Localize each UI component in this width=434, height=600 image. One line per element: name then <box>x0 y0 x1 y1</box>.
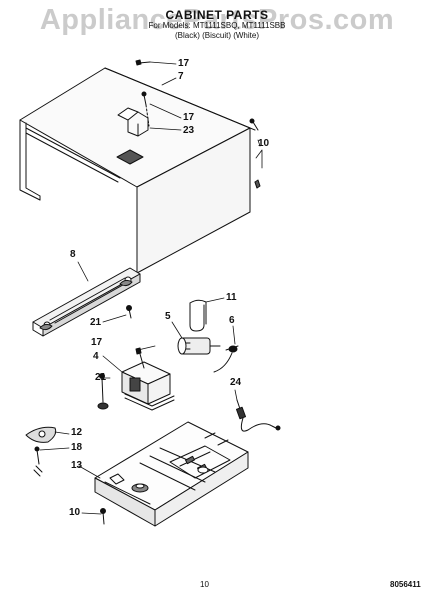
callout-4: 4 <box>93 351 99 362</box>
callout-17-top: 17 <box>178 58 190 69</box>
callout-23: 23 <box>183 125 195 136</box>
callout-21-upper: 21 <box>90 317 102 328</box>
capacitor-assembly <box>177 299 239 373</box>
screw-21-upper <box>126 305 132 319</box>
callout-7: 7 <box>178 71 184 82</box>
screw-10-right <box>249 118 261 189</box>
callout-17-low: 17 <box>91 337 103 348</box>
screw-10-bottom <box>100 508 106 525</box>
watermark: AppliancePartsPros.com <box>39 4 395 36</box>
diagram-title: CABINET PARTS <box>165 8 269 22</box>
document-code: 8056411 <box>390 580 421 589</box>
callout-21-lower: 21 <box>95 372 107 383</box>
callout-6: 6 <box>229 315 235 326</box>
screw-21-lower <box>97 373 109 410</box>
callout-18: 18 <box>71 442 83 453</box>
callout-17-mid: 17 <box>183 112 195 123</box>
foot-bracket <box>25 426 57 477</box>
callout-8: 8 <box>70 249 76 260</box>
screw-17-top <box>135 59 151 66</box>
callout-11: 11 <box>226 292 237 303</box>
callout-13: 13 <box>71 460 83 471</box>
callout-10-right: 10 <box>258 138 270 149</box>
transformer <box>121 347 175 411</box>
callout-5: 5 <box>165 311 171 322</box>
callout-24: 24 <box>230 377 242 388</box>
callout-12: 12 <box>71 427 83 438</box>
base-rail <box>32 267 141 337</box>
color-variants: (Black) (Biscuit) (White) <box>174 31 259 40</box>
leader-lines <box>39 61 263 515</box>
callout-10-bottom: 10 <box>69 507 81 518</box>
cabinet-wrapper <box>19 67 256 274</box>
base-pan <box>94 421 249 527</box>
model-numbers: For Models: MT1111SBQ, MT1111SBB <box>148 21 286 30</box>
wire-harness <box>235 399 281 432</box>
page-number: 10 <box>200 580 209 589</box>
